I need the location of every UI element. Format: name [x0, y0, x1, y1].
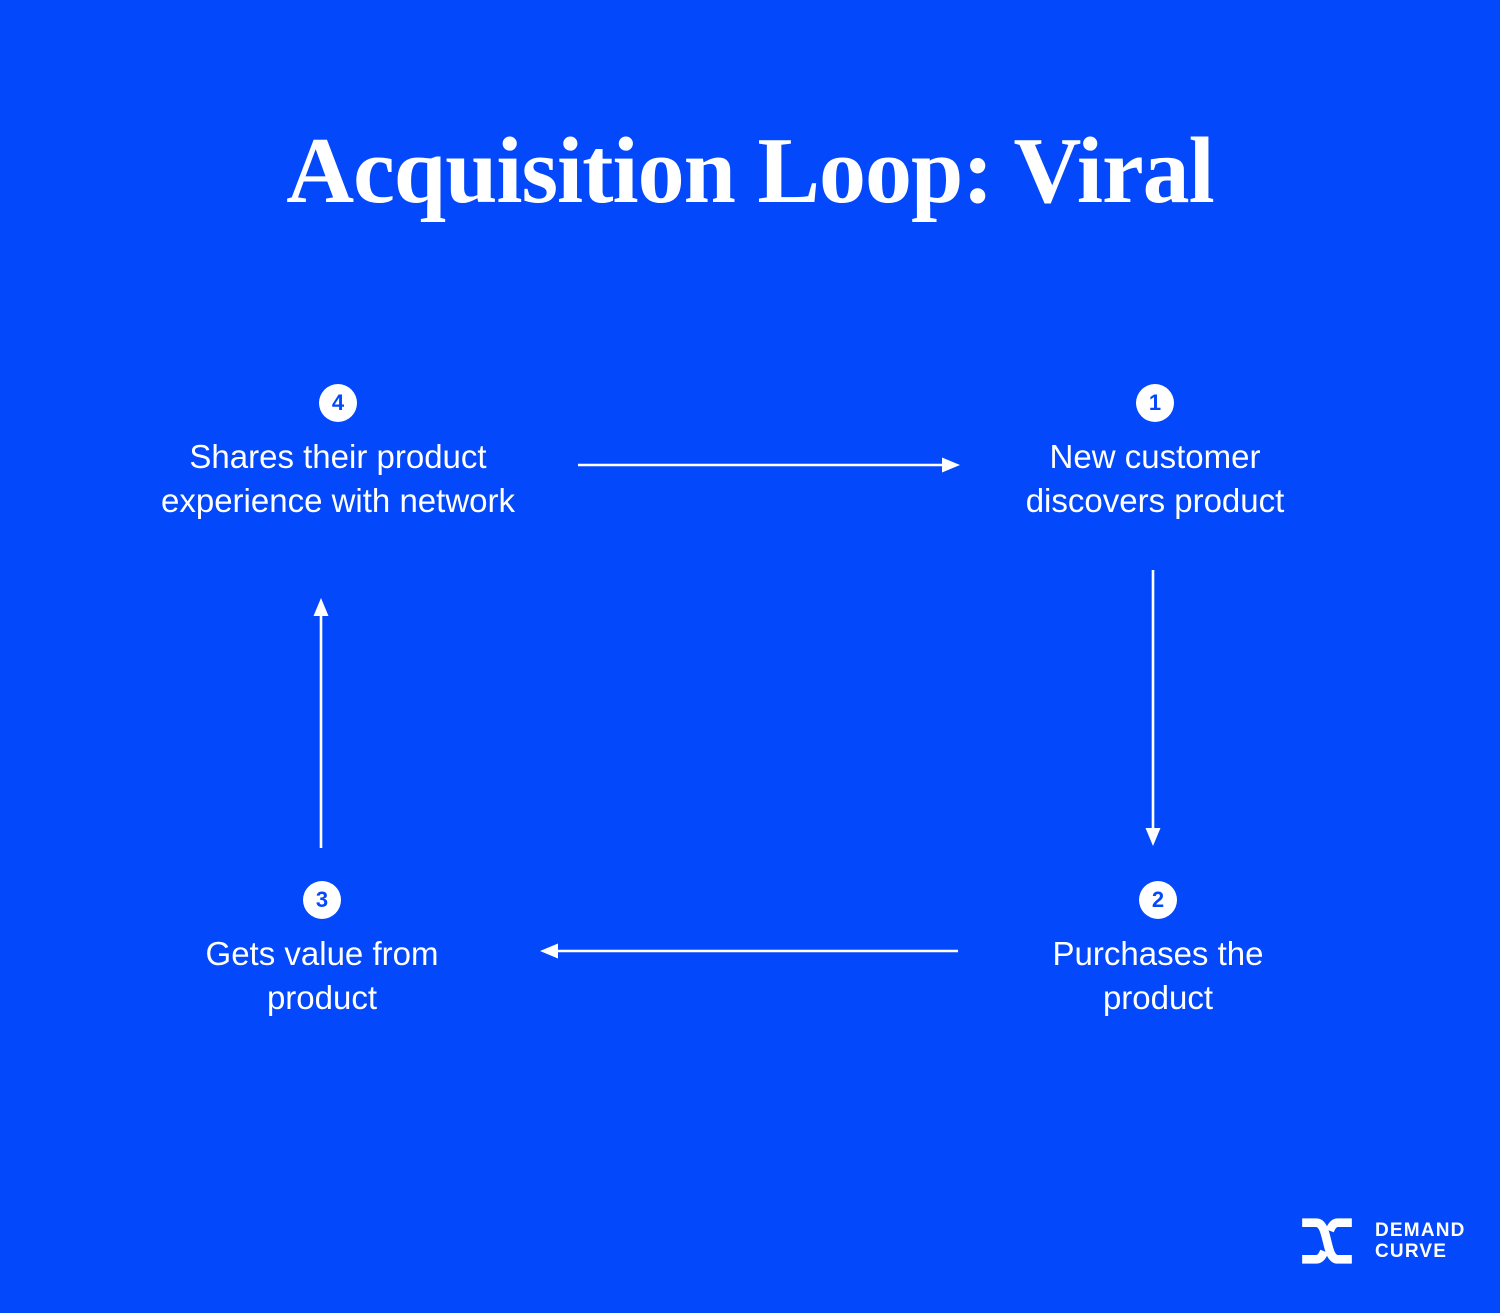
step-number: 2 [1151, 887, 1165, 912]
brand-logo: DEMAND CURVE [1297, 1214, 1466, 1268]
step-number-badge: 3 [303, 881, 341, 919]
arrow-right-icon [578, 457, 960, 473]
step-new-customer: 1 New customer discovers product [990, 384, 1320, 523]
brand-name: DEMAND CURVE [1375, 1220, 1466, 1262]
demand-curve-monogram-icon [1302, 1218, 1352, 1264]
step-number-badge: 2 [1139, 881, 1177, 919]
step-gets-value: 3 Gets value from product [182, 881, 462, 1020]
step-number-badge: 4 [319, 384, 357, 422]
step-label: Shares their product experience with net… [160, 438, 515, 520]
step-number: 4 [331, 390, 345, 415]
step-label: Gets value from product [205, 935, 439, 1017]
step-number: 3 [315, 887, 329, 912]
arrow-left-icon [540, 943, 958, 959]
step-label: Purchases the product [1052, 935, 1264, 1017]
arrow-up-icon [313, 598, 329, 848]
step-number-badge: 1 [1136, 384, 1174, 422]
brand-name-line1: DEMAND [1375, 1220, 1466, 1241]
step-purchases: 2 Purchases the product [1028, 881, 1288, 1020]
arrow-down-icon [1145, 570, 1161, 846]
step-number: 1 [1148, 390, 1162, 415]
step-shares-experience: 4 Shares their product experience with n… [158, 384, 518, 523]
brand-name-line2: CURVE [1375, 1241, 1448, 1262]
step-label: New customer discovers product [1025, 438, 1285, 520]
page-title: Acquisition Loop: Viral [286, 118, 1215, 223]
